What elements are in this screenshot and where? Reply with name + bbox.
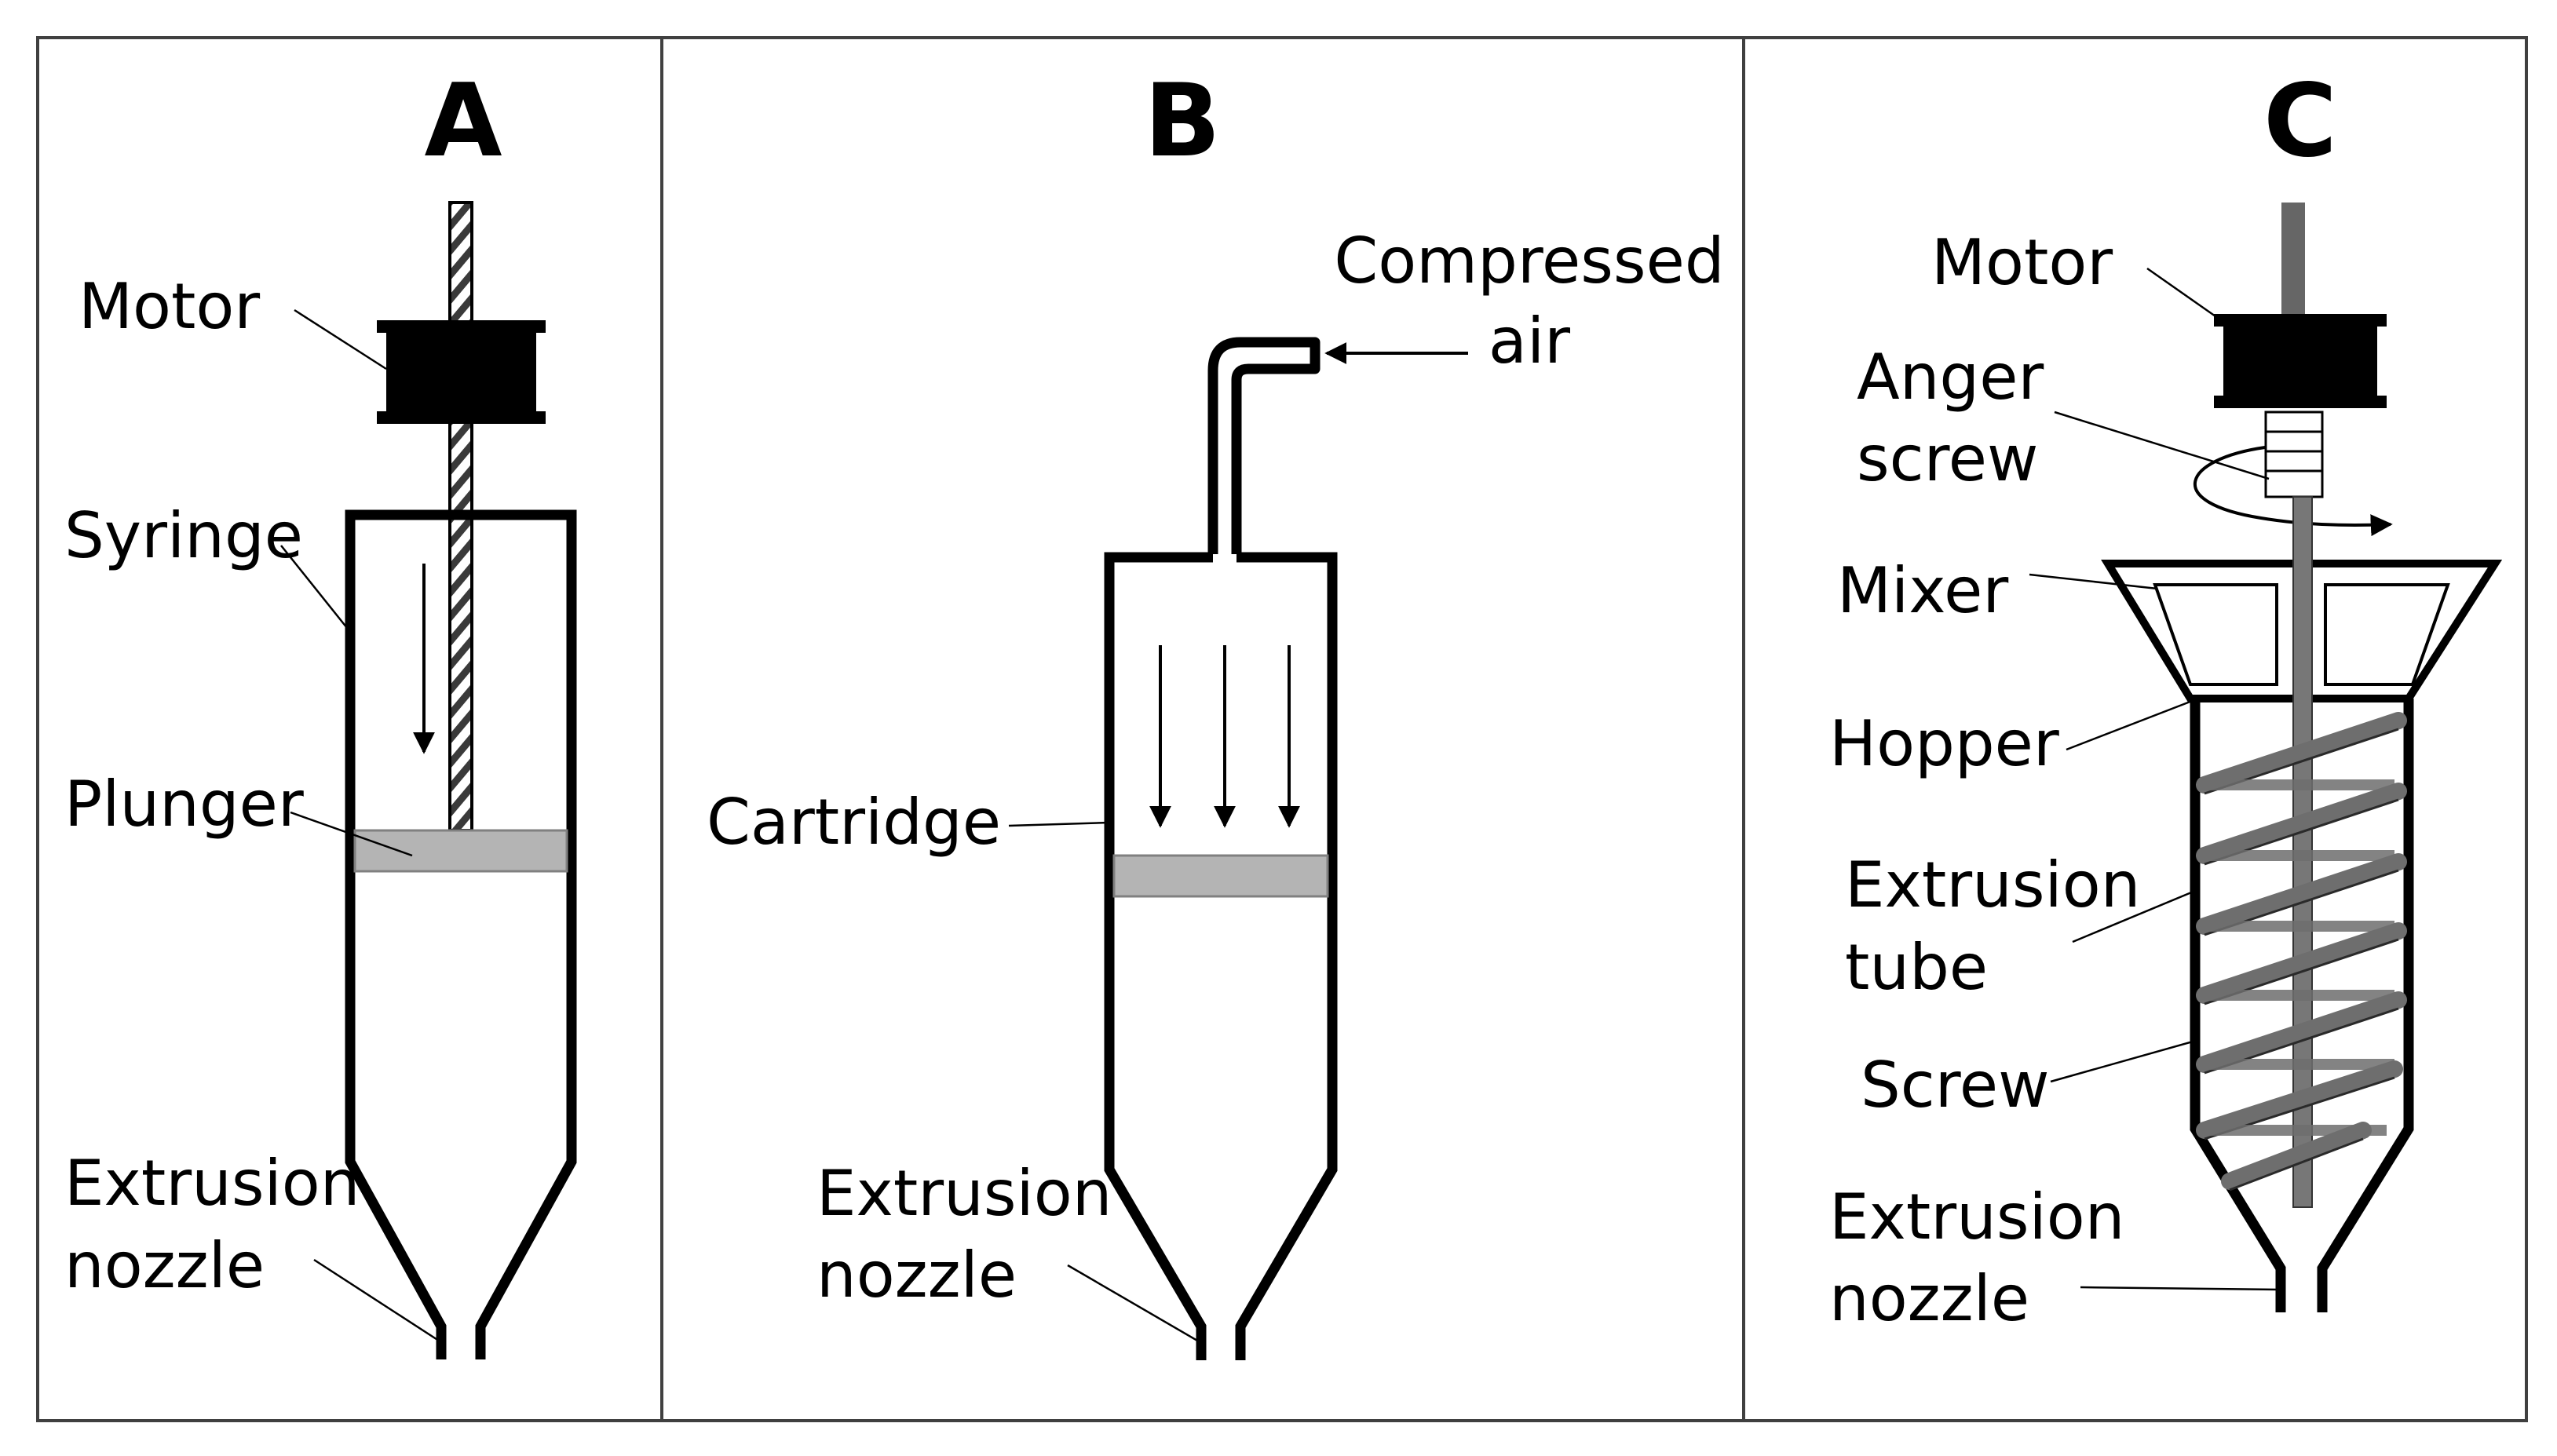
- panel-c-screw-leader: [2050, 1038, 2199, 1083]
- panel-b-piston: [1112, 854, 1329, 898]
- panel-b: B Compressed air Cartridge Extrusion noz…: [707, 63, 1725, 1360]
- panel-a-plunger-leader: [290, 811, 413, 857]
- screw-flight-1: [2196, 712, 2407, 794]
- figure-frame: [36, 36, 2528, 1422]
- panel-a-syringe-leader: [280, 545, 351, 633]
- panel-b-cartridge: [1104, 552, 1338, 1360]
- panel-c-screw-label: Screw: [1861, 1049, 2050, 1122]
- panel-b-cartridge-leader: [1008, 821, 1110, 827]
- panel-c-auger-screw: [2264, 411, 2324, 498]
- panel-b-air-label-line1: Compressed: [1334, 224, 1724, 297]
- panel-c-auger-label-line2: screw: [1857, 422, 2038, 495]
- panel-b-air-label-line2: air: [1489, 305, 1570, 378]
- panel-c-mixer-label: Mixer: [1837, 554, 2008, 627]
- panel-a-letter: A: [424, 63, 502, 180]
- panel-a-syringe-barrel: [345, 509, 577, 1359]
- panel-b-letter: B: [1144, 63, 1221, 180]
- panel-a-plunger-label: Plunger: [64, 768, 304, 841]
- panel-b-air-tube: [1207, 337, 1321, 554]
- panel-c-motor-leader: [2146, 267, 2224, 323]
- panel-c-nozzle-label-line2: nozzle: [1829, 1262, 2029, 1335]
- panel-a-nozzle-leader: [313, 1258, 444, 1345]
- panel-a-syringe-label: Syringe: [64, 499, 303, 572]
- screw-flight-2: [2196, 783, 2407, 864]
- panel-b-nozzle-label-line2: nozzle: [816, 1239, 1017, 1312]
- panel-c-nozzle-leader: [2080, 1286, 2281, 1291]
- screw-flight-5: [2196, 991, 2407, 1073]
- screw-flight-3: [2196, 853, 2407, 935]
- panel-c-motor-shaft: [2281, 203, 2305, 320]
- panel-c-hopper-label: Hopper: [1829, 707, 2059, 780]
- screw-flight-7: [2221, 1122, 2372, 1190]
- panel-a-plunger: [353, 829, 568, 873]
- panel-c-hopper-leader: [2066, 697, 2199, 751]
- panel-c-screw-flights: [2196, 712, 2407, 1191]
- panel-c-motor-icon: [2214, 314, 2387, 408]
- panel-c-auger-label-line1: Anger: [1857, 341, 2044, 414]
- panel-b-nozzle-label-line1: Extrusion: [816, 1157, 1112, 1230]
- panel-c-mixer-blade-left: [2153, 583, 2278, 686]
- panel-c-tube-leader: [2072, 889, 2196, 943]
- panel-c-motor-label: Motor: [1931, 226, 2113, 299]
- panel-c-mixer-blade-right: [2324, 583, 2450, 686]
- panel-c-nozzle-label-line1: Extrusion: [1829, 1180, 2124, 1253]
- panel-c-tube-label-line1: Extrusion: [1845, 848, 2140, 921]
- panel-a-motor-label: Motor: [79, 270, 260, 343]
- panel-c-rotation-arrow: [2194, 446, 2393, 537]
- screw-flight-6: [2196, 1060, 2403, 1139]
- panel-a-motor-leader: [294, 308, 387, 370]
- panel-a-motor-icon: [377, 320, 546, 424]
- panel-c-tube-label-line2: tube: [1845, 931, 1988, 1004]
- panel-c: C Motor Anger: [1829, 63, 2503, 1335]
- panel-c-auger-leader: [2054, 411, 2270, 480]
- panel-c-letter: C: [2263, 63, 2337, 180]
- panel-c-mixer-leader: [2029, 573, 2158, 590]
- panel-a-nozzle-label-line1: Extrusion: [64, 1147, 360, 1220]
- panel-a: A Motor Syringe Plunger Extrusion nozzle: [64, 63, 577, 1359]
- panel-b-nozzle-leader: [1067, 1264, 1204, 1345]
- panel-a-nozzle-label-line2: nozzle: [64, 1229, 265, 1302]
- panel-b-cartridge-label: Cartridge: [707, 786, 1001, 859]
- screw-flight-edge-7: [2229, 1137, 2364, 1191]
- screw-flight-4: [2196, 922, 2407, 1004]
- panel-c-extrusion-tube: [2190, 699, 2414, 1312]
